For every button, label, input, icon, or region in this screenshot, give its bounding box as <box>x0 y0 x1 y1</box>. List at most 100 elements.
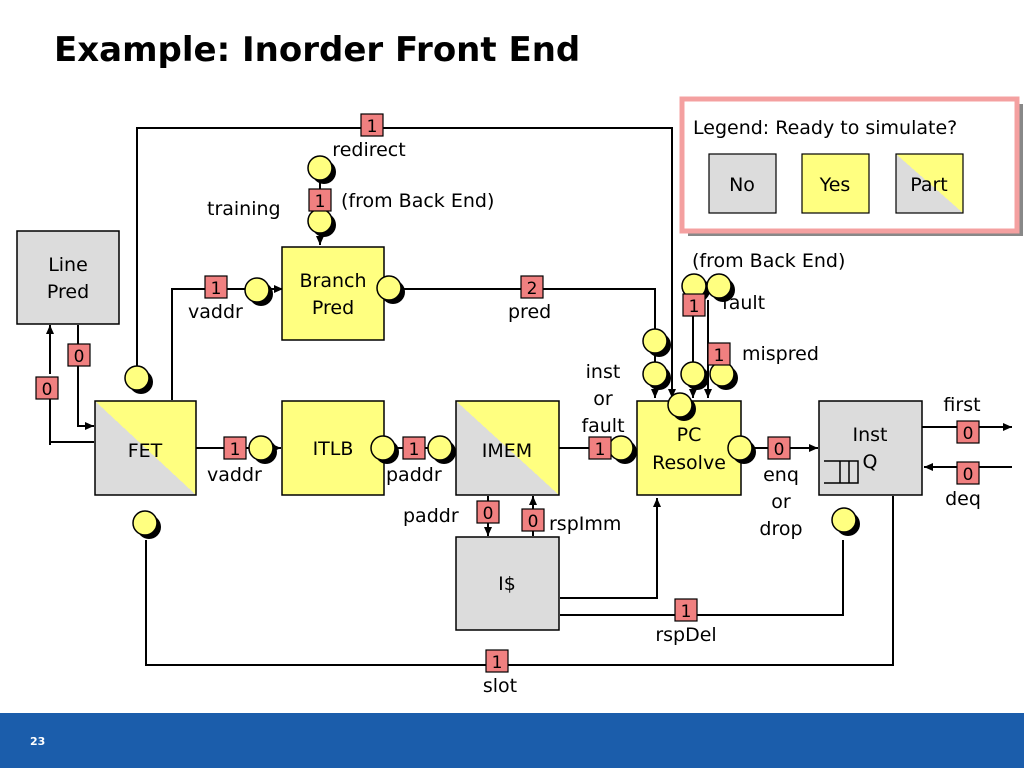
counter-enq: 0 <box>774 440 785 460</box>
counter-badge-enq <box>767 436 791 460</box>
counter-badge-slot <box>485 649 509 673</box>
ready-dot <box>307 208 336 237</box>
counter-pred: 2 <box>527 279 538 299</box>
rsp-imm-label: rspImm <box>549 513 621 535</box>
inst-q-label-2: Q <box>863 451 878 473</box>
counter-badge-rsp-del <box>674 598 698 622</box>
icache-label: I$ <box>498 573 516 595</box>
counter-badge-rsp-imm <box>521 508 545 532</box>
counter-badge-inst-fault <box>588 436 612 460</box>
ready-dot <box>831 507 860 536</box>
legend-part-box <box>895 153 964 214</box>
paddr-label-1: paddr <box>386 464 442 486</box>
fault-label: fault <box>722 292 765 314</box>
inst-q-block <box>818 400 923 496</box>
counter-first: 0 <box>963 424 974 444</box>
ready-dot <box>706 273 735 302</box>
legend-yes-label: Yes <box>819 174 851 196</box>
counter-vaddr-bp: 1 <box>211 279 222 299</box>
ready-dot <box>124 365 153 394</box>
enq-or-drop-label-2: or <box>771 491 791 513</box>
counter-slot: 1 <box>492 653 503 673</box>
fet-label: FET <box>128 440 163 462</box>
counter-badge-paddr-imem <box>402 436 426 460</box>
legend-no-box <box>708 153 777 214</box>
first-label: first <box>943 394 980 416</box>
branch-pred-label-1: Branch <box>299 270 366 292</box>
pc-resolve-label-2: Resolve <box>652 452 726 474</box>
counter-mispred: 1 <box>714 346 725 366</box>
slot-wire <box>145 496 894 666</box>
pc-resolve-label-1: PC <box>677 424 702 446</box>
ready-dot <box>642 328 671 357</box>
line-pred-label-2: Pred <box>47 281 89 303</box>
queue-icon <box>824 460 859 484</box>
vaddr-label-2: vaddr <box>207 464 262 486</box>
imem-label: IMEM <box>482 440 532 462</box>
legend: Legend: Ready to simulate? No Yes Part <box>679 96 1023 236</box>
counter-badge-vaddr-bp <box>204 275 228 299</box>
counter-badge-vaddr-itlb <box>223 436 247 460</box>
slot-label: slot <box>483 675 517 697</box>
redirect-label: redirect <box>332 139 405 161</box>
counter-vaddr-itlb: 1 <box>230 440 241 460</box>
mispred-label: mispred <box>742 343 819 365</box>
from-back-end-label-2: (from Back End) <box>692 250 845 272</box>
page-number: 23 <box>30 735 46 748</box>
inst-or-fault-label-2: or <box>593 388 613 410</box>
page-title: Example: Inorder Front End <box>54 30 581 70</box>
paddr-label-2: paddr <box>403 505 459 527</box>
ready-dot <box>727 435 756 464</box>
ready-dot <box>132 510 161 539</box>
rsp-del-to-pc <box>560 498 661 599</box>
counter-badge-pred <box>520 275 544 299</box>
counter-badge-line-pred-in <box>35 376 59 400</box>
legend-yes-box <box>801 153 870 214</box>
counter-fault: 1 <box>689 297 700 317</box>
rsp-del-wire <box>560 540 844 616</box>
counter-redirect: 1 <box>367 117 378 137</box>
ready-dot <box>667 392 696 421</box>
ready-dot <box>370 435 399 464</box>
training-label: training <box>207 198 281 220</box>
ready-dot <box>709 361 738 390</box>
line-pred-block <box>16 230 120 325</box>
counter-line-pred-out: 0 <box>74 347 85 367</box>
line-pred-label-1: Line <box>48 254 88 276</box>
counter-rsp-del: 1 <box>681 602 692 622</box>
counter-badge-mispred <box>707 342 731 366</box>
counter-line-pred-in: 0 <box>42 380 53 400</box>
rsp-del-label: rspDel <box>655 624 716 646</box>
ready-dot <box>248 435 277 464</box>
counter-badge-fault <box>682 293 706 317</box>
from-back-end-label-1: (from Back End) <box>341 190 494 212</box>
ready-dot <box>642 361 671 390</box>
deq-label: deq <box>945 488 981 510</box>
fet-block <box>94 400 197 496</box>
branch-pred-block <box>281 246 385 341</box>
counter-paddr-imem: 1 <box>409 440 420 460</box>
icache-block <box>455 536 560 631</box>
footer-bar: 23 <box>0 713 1024 768</box>
branch-pred-label-2: Pred <box>312 297 354 319</box>
legend-no-label: No <box>729 174 755 196</box>
vaddr-label-1: vaddr <box>188 301 243 323</box>
ready-dot <box>376 275 405 304</box>
legend-title: Legend: Ready to simulate? <box>693 117 957 139</box>
ready-dot <box>244 277 273 306</box>
imem-block <box>455 400 560 496</box>
line-pred-out-wire <box>77 325 94 430</box>
counter-training: 1 <box>315 192 326 212</box>
counter-deq: 0 <box>963 465 974 485</box>
counter-rsp-imm: 0 <box>528 512 539 532</box>
counter-badge-line-pred-out <box>67 343 91 367</box>
counter-badge-training <box>308 188 332 212</box>
counter-badge-deq <box>956 461 980 485</box>
counter-inst-fault: 1 <box>595 440 606 460</box>
ready-dot <box>307 155 336 184</box>
enq-or-drop-label-1: enq <box>763 464 799 486</box>
inst-or-fault-label-1: inst <box>586 361 621 383</box>
ready-dot <box>680 361 709 390</box>
enq-or-drop-label-3: drop <box>759 518 802 540</box>
counter-badge-first <box>956 420 980 444</box>
